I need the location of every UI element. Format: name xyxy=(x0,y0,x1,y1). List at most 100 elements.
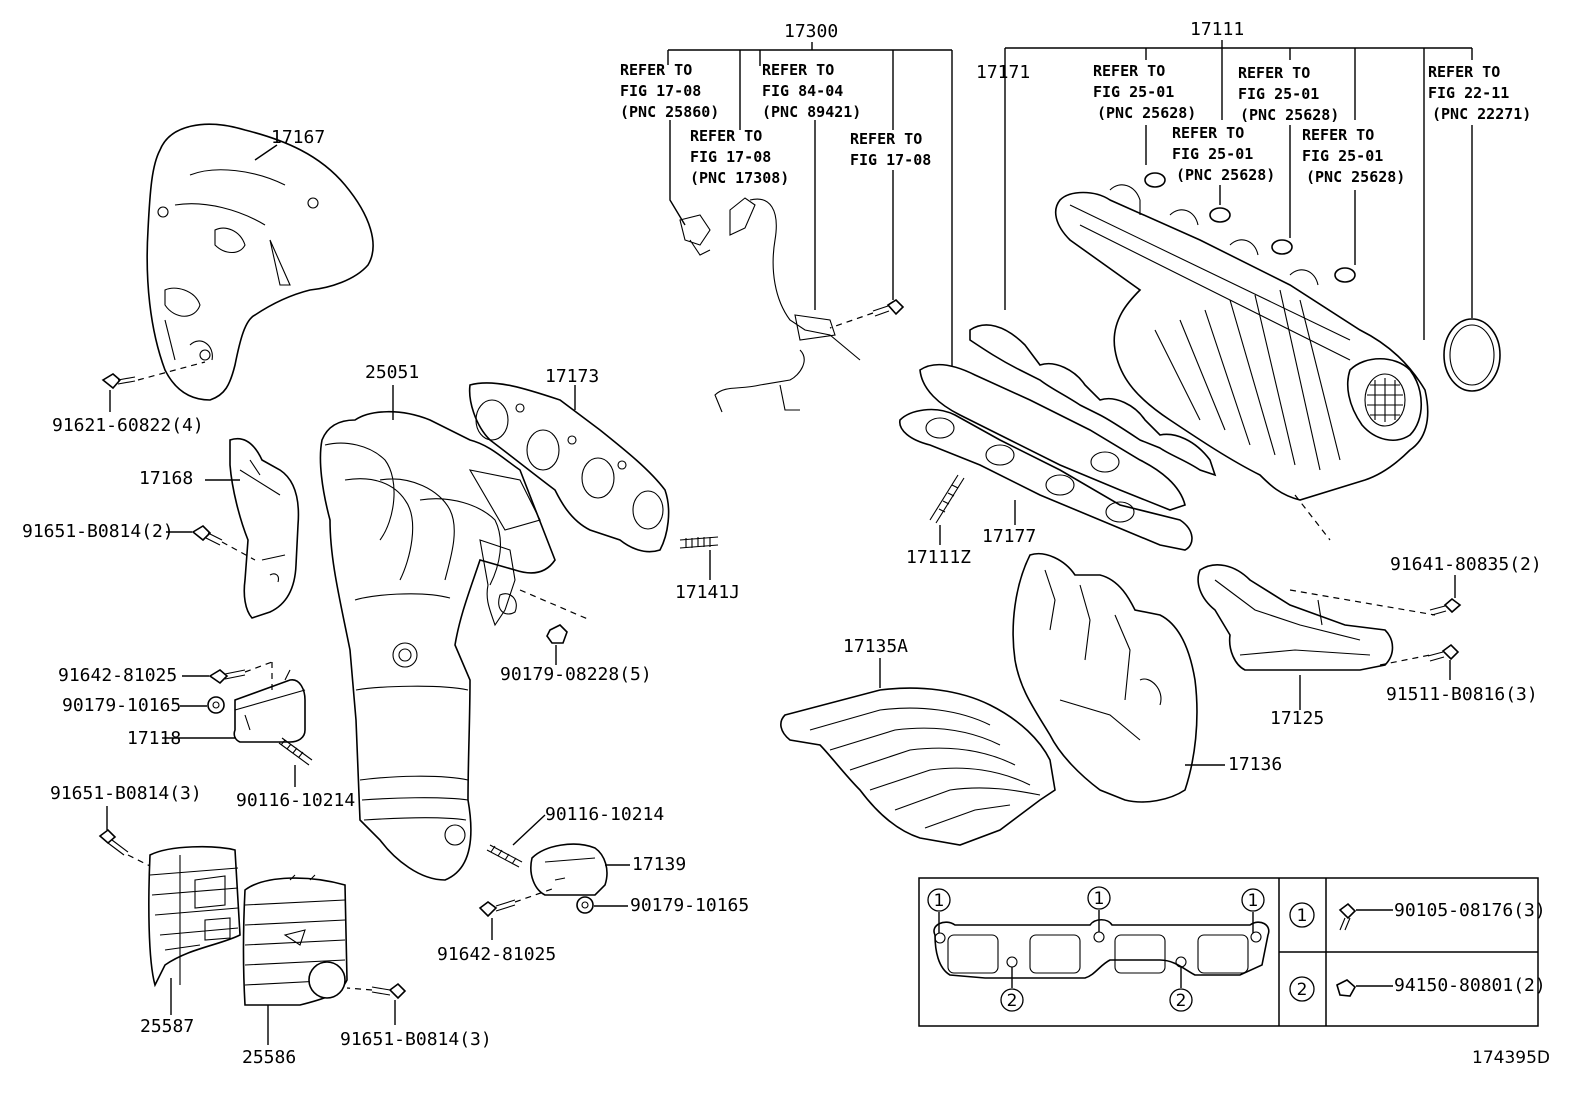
exhaust-manifold-25051[interactable] xyxy=(319,410,556,881)
svg-text:FIG 22-11: FIG 22-11 xyxy=(1428,84,1509,102)
legend-box: 1 1 1 2 2 1 2 90105-08176(3) 94150-80801… xyxy=(918,877,1546,1027)
svg-text:REFER TO: REFER TO xyxy=(1428,63,1500,81)
manifold-gasket-17173[interactable] xyxy=(468,382,670,553)
label-17136: 17136 xyxy=(1228,754,1282,775)
heat-insulator-17167[interactable] xyxy=(146,123,374,401)
label-17125: 17125 xyxy=(1270,708,1324,729)
o-rings[interactable] xyxy=(1144,172,1501,392)
legend-marker-1: 1 1 1 xyxy=(927,886,1265,912)
svg-text:1: 1 xyxy=(1248,891,1259,911)
label-90116-10214-b: 90116-10214 xyxy=(545,804,664,825)
svg-text:FIG 25-01: FIG 25-01 xyxy=(1093,83,1174,101)
label-91511-B0816-3: 91511-B0816(3) xyxy=(1386,684,1538,705)
svg-text:FIG 84-04: FIG 84-04 xyxy=(762,82,843,100)
stud-90116-b[interactable] xyxy=(486,844,523,868)
bolt-17300[interactable] xyxy=(872,298,905,317)
svg-text:(PNC 89421): (PNC 89421) xyxy=(762,103,861,121)
bolt-91651-c[interactable] xyxy=(371,982,407,1000)
label-17300: 17300 xyxy=(784,21,838,42)
shield-25587[interactable] xyxy=(148,845,241,988)
label-17168: 17168 xyxy=(139,468,193,489)
label-91651-B0814-2: 91651-B0814(2) xyxy=(22,521,174,542)
bolt-90105[interactable] xyxy=(1338,902,1357,931)
refer-note-17308[interactable]: REFER TO FIG 17-08 (PNC 17308) xyxy=(690,127,789,187)
svg-text:2: 2 xyxy=(1176,991,1187,1011)
svg-text:REFER TO: REFER TO xyxy=(1172,124,1244,142)
svg-text:(PNC 17308): (PNC 17308) xyxy=(690,169,789,187)
refer-note-25628-a[interactable]: REFER TO FIG 25-01 (PNC 25628) xyxy=(1093,62,1196,122)
label-17167: 17167 xyxy=(271,127,325,148)
stay-17125[interactable] xyxy=(1197,564,1394,671)
bolt-91651-a[interactable] xyxy=(191,524,223,546)
label-17111Z: 17111Z xyxy=(906,547,971,568)
refer-note-25628-c[interactable]: REFER TO FIG 25-01 (PNC 25628) xyxy=(1172,124,1275,184)
bracket-17139[interactable] xyxy=(530,843,608,896)
bolt-91621[interactable] xyxy=(101,373,136,390)
label-90179-10165-a: 90179-10165 xyxy=(62,695,181,716)
figure-id: 174395D xyxy=(1472,1048,1550,1068)
vacuum-hose-assy[interactable] xyxy=(679,197,861,413)
svg-text:FIG 25-01: FIG 25-01 xyxy=(1172,145,1253,163)
svg-text:FIG 17-08: FIG 17-08 xyxy=(620,82,701,100)
intake-manifold-17111[interactable] xyxy=(1054,184,1429,501)
stud-17141J[interactable] xyxy=(679,536,719,549)
legend-row2-marker: 2 xyxy=(1297,980,1308,1000)
insulator-17177[interactable] xyxy=(899,363,1193,551)
refer-note-25628-b[interactable]: REFER TO FIG 25-01 (PNC 25628) xyxy=(1238,64,1339,124)
svg-text:(PNC 25860): (PNC 25860) xyxy=(620,103,719,121)
legend-row1-marker: 1 xyxy=(1297,906,1308,926)
nut-90179-a[interactable] xyxy=(207,696,225,714)
svg-text:REFER TO: REFER TO xyxy=(1238,64,1310,82)
label-17135A: 17135A xyxy=(843,636,908,657)
svg-text:(PNC 22271): (PNC 22271) xyxy=(1432,105,1531,123)
label-90179-08228-5: 90179-08228(5) xyxy=(500,664,652,685)
refer-note-89421[interactable]: REFER TO FIG 84-04 (PNC 89421) xyxy=(762,61,861,121)
intake-gasket-17171[interactable] xyxy=(969,324,1217,477)
bolt-91642-a[interactable] xyxy=(208,669,246,685)
label-91621-60822: 91621-60822(4) xyxy=(52,415,204,436)
stud-17111Z[interactable] xyxy=(929,474,965,524)
svg-text:1: 1 xyxy=(934,891,945,911)
bracket-17118[interactable] xyxy=(233,669,306,743)
nut-90179-08228[interactable] xyxy=(546,624,568,644)
insulator-17136[interactable] xyxy=(1012,553,1198,803)
svg-text:(PNC 25628): (PNC 25628) xyxy=(1176,166,1275,184)
refer-note-17-08[interactable]: REFER TO FIG 17-08 xyxy=(850,130,931,169)
label-90116-10214-a: 90116-10214 xyxy=(236,790,355,811)
label-91651-B0814-3-b: 91651-B0814(3) xyxy=(340,1029,492,1050)
nut-90179-c[interactable] xyxy=(576,896,594,914)
label-17139: 17139 xyxy=(632,854,686,875)
svg-text:FIG 17-08: FIG 17-08 xyxy=(850,151,931,169)
bolt-91511[interactable] xyxy=(1427,643,1460,662)
svg-text:FIG 25-01: FIG 25-01 xyxy=(1238,85,1319,103)
label-25587: 25587 xyxy=(140,1016,194,1037)
bolt-91651-b[interactable] xyxy=(98,828,129,856)
clip-94150[interactable] xyxy=(1336,979,1357,997)
bolt-91641[interactable] xyxy=(1429,597,1462,616)
label-90179-10165-c: 90179-10165 xyxy=(630,895,749,916)
label-17173: 17173 xyxy=(545,366,599,387)
refer-note-25628-d[interactable]: REFER TO FIG 25-01 (PNC 25628) xyxy=(1302,126,1405,186)
bolt-91642-b[interactable] xyxy=(478,899,516,918)
label-25586: 25586 xyxy=(242,1047,296,1068)
svg-text:1: 1 xyxy=(1094,889,1105,909)
svg-text:2: 2 xyxy=(1007,991,1018,1011)
refer-note-22271[interactable]: REFER TO FIG 22-11 (PNC 22271) xyxy=(1428,63,1531,123)
svg-text:REFER TO: REFER TO xyxy=(762,61,834,79)
svg-text:FIG 25-01: FIG 25-01 xyxy=(1302,147,1383,165)
label-90105-08176-3: 90105-08176(3) xyxy=(1394,900,1546,921)
label-91641-80835-2: 91641-80835(2) xyxy=(1390,554,1542,575)
insulator-17135A[interactable] xyxy=(780,687,1056,846)
refer-note-25860[interactable]: REFER TO FIG 17-08 (PNC 25860) xyxy=(620,61,719,121)
label-91651-B0814-3-a: 91651-B0814(3) xyxy=(50,783,202,804)
shield-25586[interactable] xyxy=(242,874,348,1006)
label-91642-81025-a: 91642-81025 xyxy=(58,665,177,686)
heat-insulator-17168[interactable] xyxy=(229,438,300,619)
svg-text:REFER TO: REFER TO xyxy=(690,127,762,145)
label-17177: 17177 xyxy=(982,526,1036,547)
svg-text:(PNC 25628): (PNC 25628) xyxy=(1097,104,1196,122)
legend-marker-2: 2 2 xyxy=(1000,988,1193,1012)
stud-90116-a[interactable] xyxy=(278,737,313,766)
